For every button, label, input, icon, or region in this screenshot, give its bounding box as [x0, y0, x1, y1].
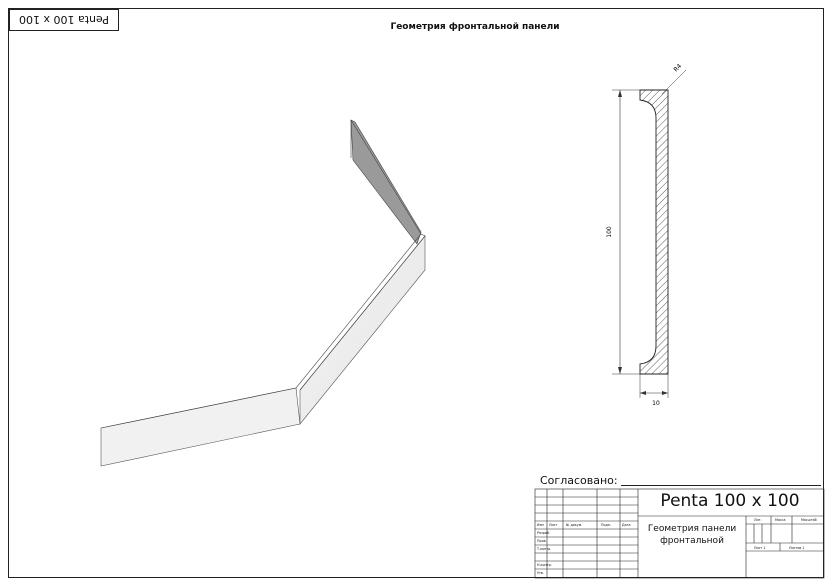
height-dimension-label: 100 — [606, 226, 613, 238]
panel-3d-view — [100, 119, 426, 467]
tb-header-scale: Масштаб — [801, 518, 817, 522]
approval-signature-line — [621, 485, 821, 486]
width-dimension-label: 10 — [652, 400, 660, 407]
tb-col-doc-number: № докум. — [566, 523, 583, 527]
tb-col-date: Дата — [622, 523, 631, 527]
title-block-description: Геометрия панели фронтальной — [647, 524, 737, 546]
panel-inner-face — [350, 119, 422, 245]
tb-role-developer: Разраб. — [537, 531, 550, 535]
drawing-sheet-frame — [8, 8, 824, 578]
tb-col-sheet: Лист — [549, 523, 558, 527]
radius-leader — [661, 69, 687, 95]
tb-header-letter: Лит. — [754, 518, 762, 522]
tb-sheet-label: Лист 1 — [754, 546, 766, 550]
tb-role-norm-control: Н.контр. — [537, 563, 552, 567]
radius-label: R4 — [672, 63, 683, 74]
panel-section-view: 100 10 R4 — [606, 63, 687, 407]
panel-segment-left — [100, 387, 301, 467]
panel-segment-right — [299, 235, 426, 425]
tb-role-tech-control: Т.контр. — [537, 547, 552, 551]
section-profile — [639, 89, 669, 375]
title-block-product-name: Penta 100 x 100 — [660, 491, 800, 511]
title-block-grid — [534, 488, 825, 579]
tb-header-mass: Масса — [775, 518, 786, 522]
approval-label: Согласовано: — [540, 474, 618, 487]
tb-role-checker: Пров. — [537, 539, 547, 543]
tb-sheets-label: Листов 1 — [789, 546, 805, 550]
tb-col-change: Изм — [537, 523, 544, 527]
tb-role-approved: Утв. — [537, 571, 544, 575]
sheet-title: Геометрия фронтальной панели — [390, 22, 560, 32]
tb-col-signature: Подп. — [601, 523, 611, 527]
